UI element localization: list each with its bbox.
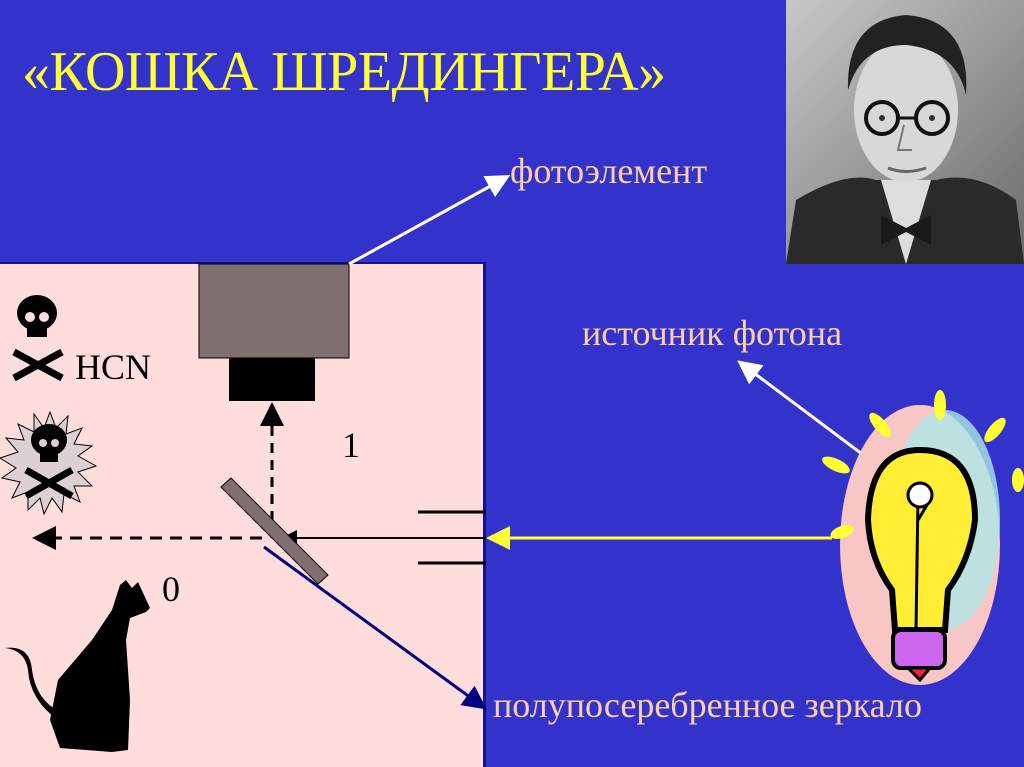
half-silvered-mirror — [220, 477, 329, 585]
poison-label: HCN — [75, 347, 152, 387]
skull-crossbones-icon — [12, 295, 64, 382]
photoelement-label: фотоэлемент — [510, 151, 708, 191]
path-1-label: 1 — [342, 425, 360, 465]
slide-title: «КОШКА ШРЕДИНГЕРА» — [22, 41, 666, 103]
skull-burst-icon — [0, 410, 98, 516]
photon-source-label: источник фотона — [582, 313, 843, 353]
path-0-label: 0 — [162, 569, 180, 609]
photoelement-detector — [198, 263, 350, 401]
mirror-label: полупосеребренное зеркало — [493, 685, 922, 725]
light-bulb-icon — [822, 390, 1024, 685]
cat-silhouette — [5, 580, 150, 752]
schrodinger-portrait — [786, 0, 1024, 264]
